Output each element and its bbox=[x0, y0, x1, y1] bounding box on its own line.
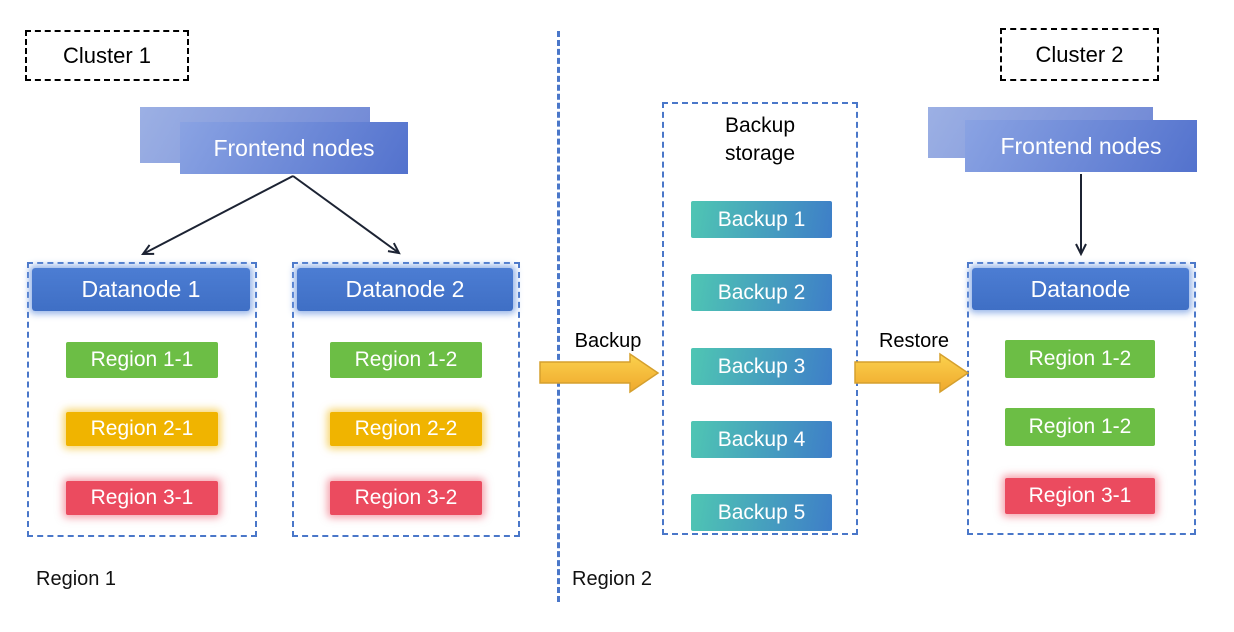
region-chip: Region 3-2 bbox=[330, 481, 482, 515]
region-chip: Region 3-1 bbox=[1005, 478, 1155, 514]
region-chip-label: Region 2-1 bbox=[90, 417, 194, 440]
cluster1-datanode1-box: Datanode 1 Region 1-1 Region 2-1 Region … bbox=[27, 262, 257, 537]
cluster1-frontend-label: Frontend nodes bbox=[213, 134, 375, 161]
region-chip-label: Region 2-2 bbox=[354, 417, 458, 440]
region-chip-label: Region 3-1 bbox=[90, 486, 194, 509]
region-chip-label: Region 3-2 bbox=[354, 486, 458, 509]
frontend-to-datanode2-arrow bbox=[292, 175, 401, 255]
region-chip-label: Region 1-1 bbox=[90, 348, 194, 371]
backup-item: Backup 2 bbox=[691, 274, 832, 311]
cluster1-label-box: Cluster 1 bbox=[25, 30, 189, 81]
backup-storage-title: Backup storage bbox=[724, 114, 796, 166]
frontend-to-datanode1-arrow bbox=[141, 175, 294, 256]
region-divider-line bbox=[557, 31, 560, 602]
cluster2-datanode-title: Datanode bbox=[1030, 275, 1131, 302]
region-chip: Region 1-2 bbox=[1005, 408, 1155, 446]
region-chip: Region 1-1 bbox=[66, 342, 218, 378]
backup-item: Backup 4 bbox=[691, 421, 832, 458]
region-chip-label: Region 1-2 bbox=[1028, 415, 1132, 438]
region-chip: Region 2-2 bbox=[330, 412, 482, 446]
region-chip-label: Region 3-1 bbox=[1028, 484, 1132, 507]
cluster1-frontend-box: Frontend nodes bbox=[180, 122, 408, 174]
cluster1-datanode1-header: Datanode 1 bbox=[32, 268, 250, 311]
backup-item: Backup 5 bbox=[691, 494, 832, 531]
backup-item-label: Backup 1 bbox=[717, 207, 806, 231]
backup-item-label: Backup 4 bbox=[717, 427, 806, 451]
backup-item: Backup 1 bbox=[691, 201, 832, 238]
region-chip: Region 3-1 bbox=[66, 481, 218, 515]
region1-label: Region 1 bbox=[36, 568, 117, 590]
backup-storage-box: Backup storage Backup 1 Backup 2 Backup … bbox=[662, 102, 858, 535]
region2-label: Region 2 bbox=[572, 568, 653, 590]
backup-item-label: Backup 5 bbox=[717, 500, 806, 524]
region-chip: Region 1-2 bbox=[330, 342, 482, 378]
cluster1-datanode1-title: Datanode 1 bbox=[81, 276, 201, 302]
region-chip: Region 2-1 bbox=[66, 412, 218, 446]
cluster1-datanode2-title: Datanode 2 bbox=[345, 276, 465, 302]
region-chip: Region 1-2 bbox=[1005, 340, 1155, 378]
cluster2-frontend-label: Frontend nodes bbox=[1000, 132, 1162, 159]
restore-flow-label: Restore bbox=[878, 330, 950, 352]
cluster2-label: Cluster 2 bbox=[1035, 41, 1124, 67]
backup-flow-label: Backup bbox=[574, 330, 642, 352]
cluster2-label-box: Cluster 2 bbox=[1000, 28, 1159, 81]
cluster2-frontend-box: Frontend nodes bbox=[965, 120, 1197, 172]
cluster2-datanode-header: Datanode bbox=[972, 268, 1189, 310]
restore-flow-arrow bbox=[854, 352, 970, 394]
region-chip-label: Region 1-2 bbox=[1028, 347, 1132, 370]
cluster1-datanode2-box: Datanode 2 Region 1-2 Region 2-2 Region … bbox=[292, 262, 520, 537]
cluster1-label: Cluster 1 bbox=[62, 42, 152, 68]
cluster1-datanode2-header: Datanode 2 bbox=[297, 268, 513, 311]
region-chip-label: Region 1-2 bbox=[354, 348, 458, 371]
backup-item-label: Backup 2 bbox=[717, 280, 806, 304]
backup-item-label: Backup 3 bbox=[717, 354, 806, 378]
cluster2-datanode-box: Datanode Region 1-2 Region 1-2 Region 3-… bbox=[967, 262, 1196, 535]
backup-item: Backup 3 bbox=[691, 348, 832, 385]
